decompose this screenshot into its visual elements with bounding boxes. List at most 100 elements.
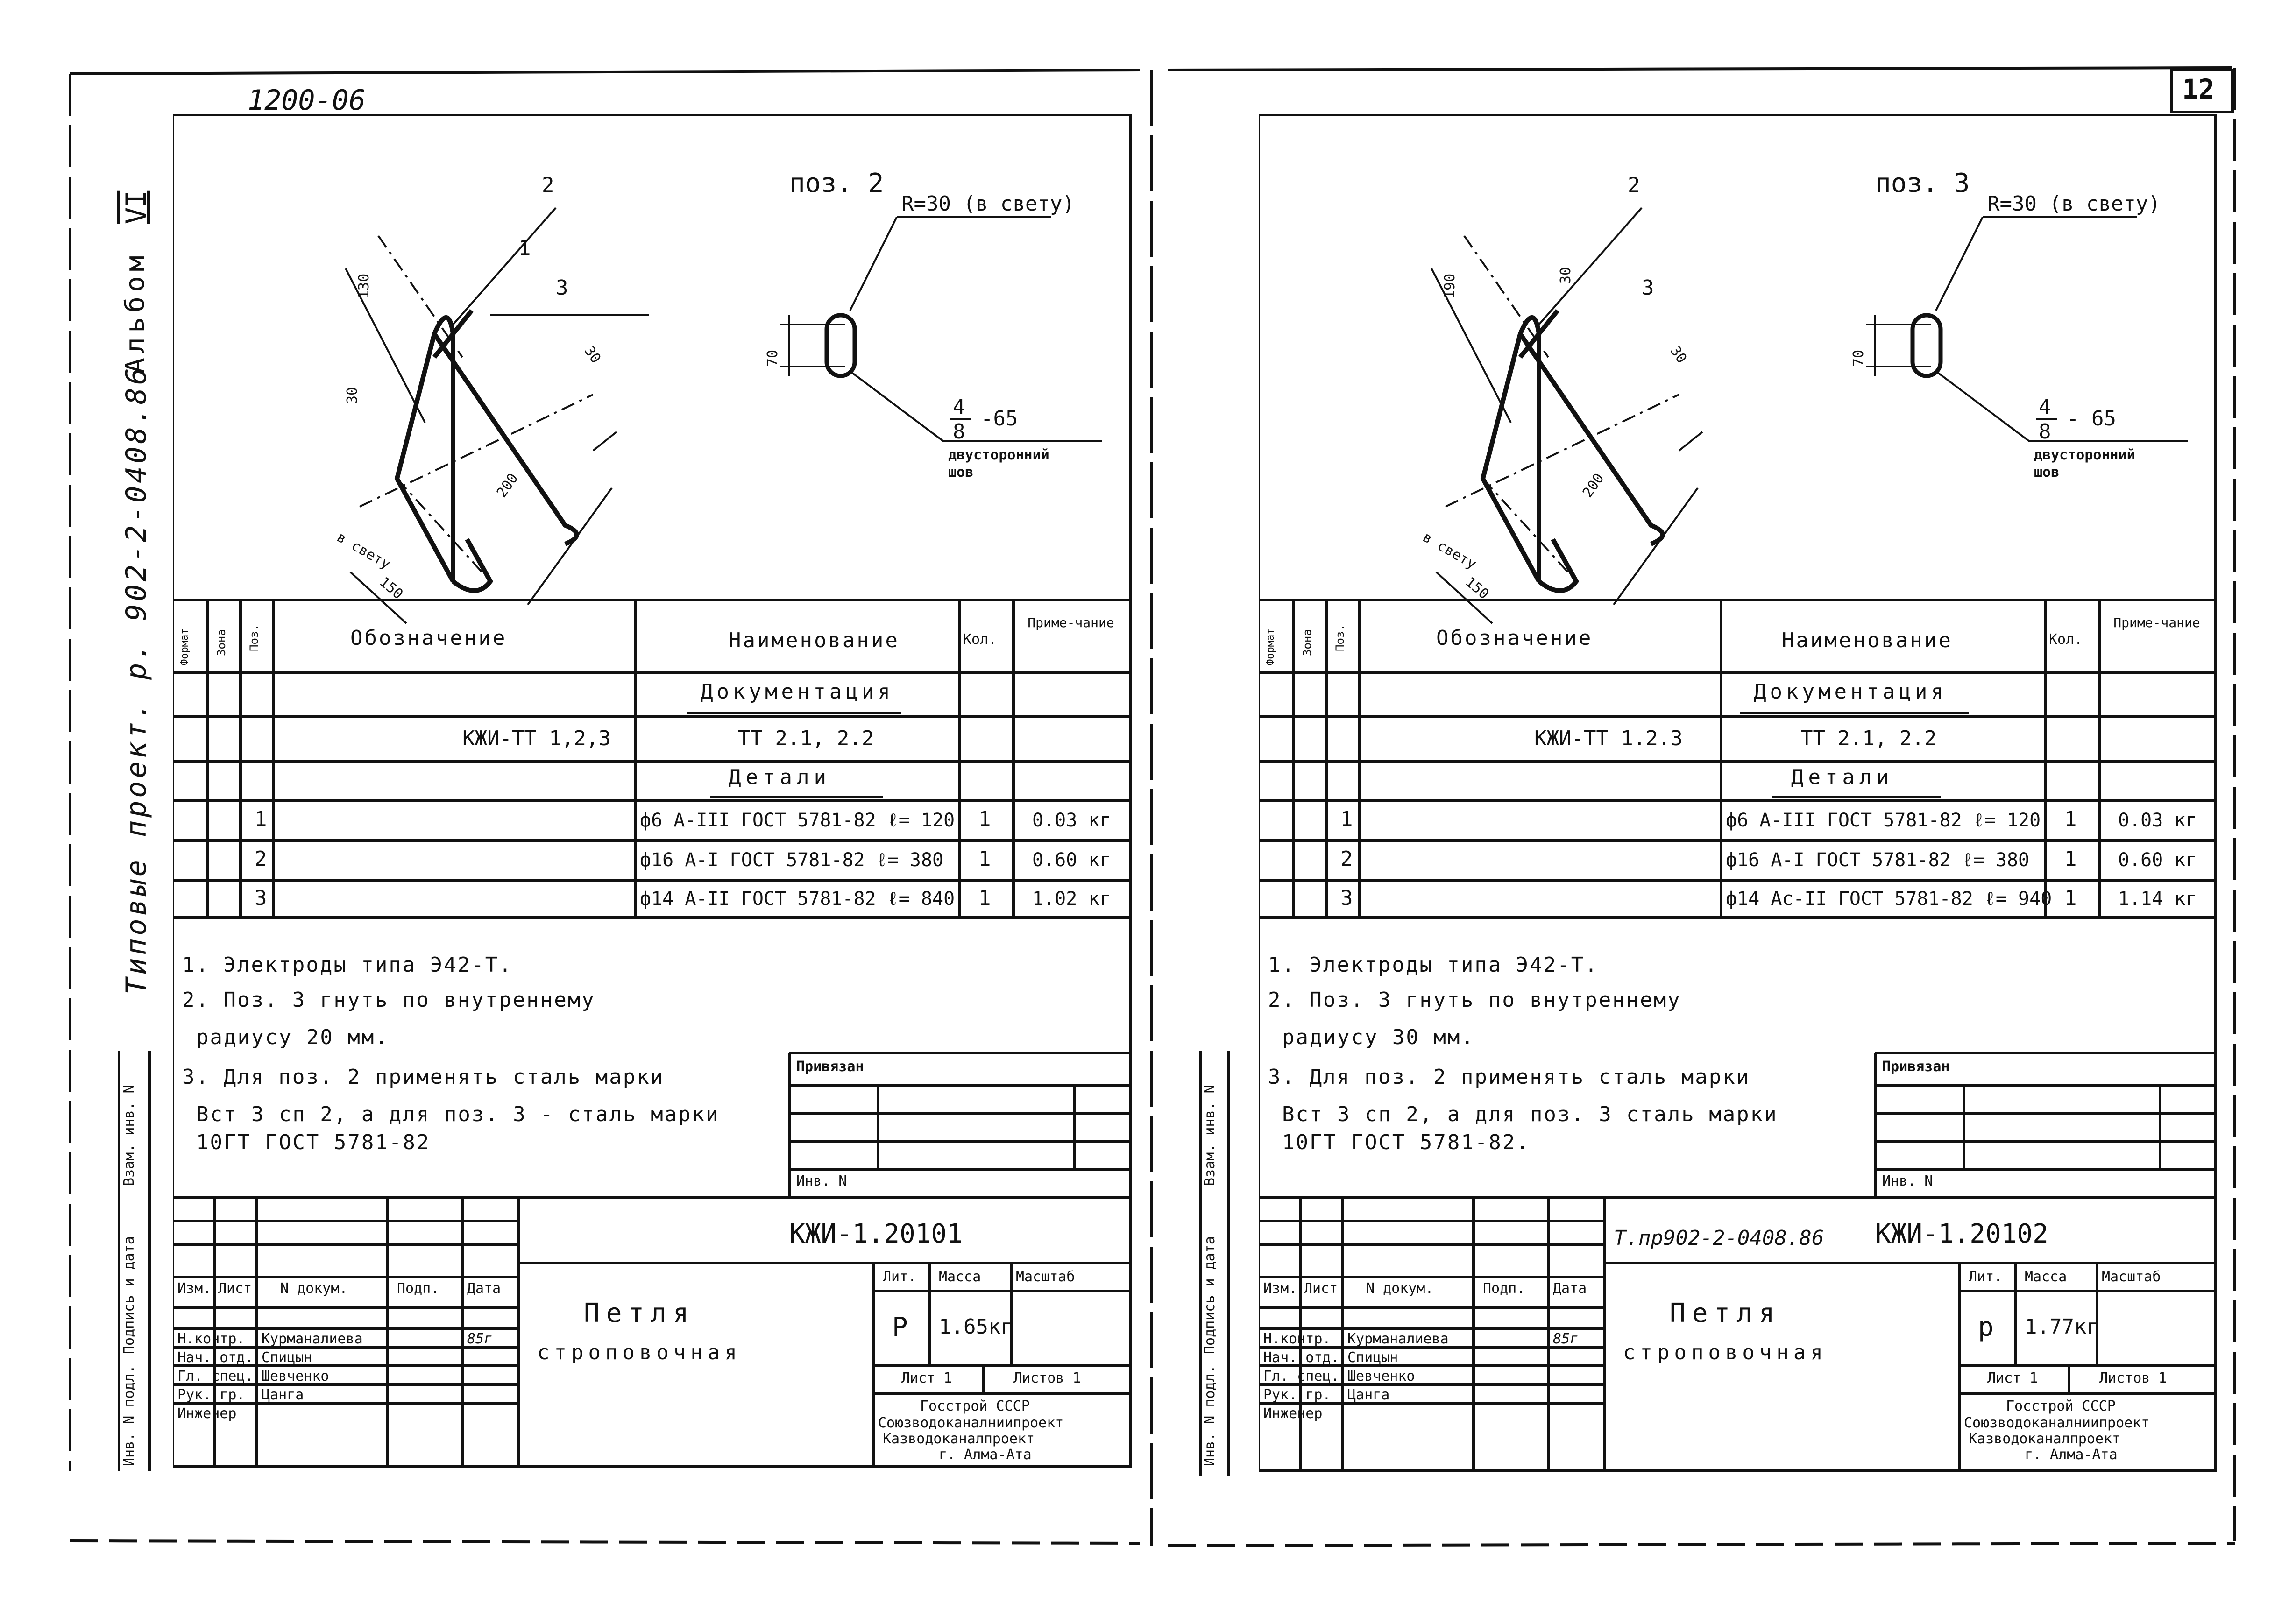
weld-label2: шов — [2034, 464, 2060, 480]
stamp-inv-right: Инв. N подл. — [1202, 1365, 1218, 1466]
pos-label-3: 3 — [1642, 276, 1654, 300]
row-name: ф16 А-I ГОСТ 5781-82 ℓ= 380 — [640, 849, 944, 871]
note-2b: радиусу 30 мм. — [1282, 1025, 1475, 1049]
dim-70: 70 — [1850, 349, 1867, 367]
row-name: ф6 А-III ГОСТ 5781-82 ℓ= 120 — [1726, 810, 2041, 831]
tb-org-4: г. Алма-Ата — [939, 1447, 1032, 1463]
tb-hdr-list: Лист — [1304, 1280, 1338, 1297]
tb-hdr-list: Лист — [218, 1280, 252, 1297]
tb-org-2: Союзводоканалниипроект — [878, 1415, 1064, 1431]
tb-lit-label: Лит. — [883, 1269, 917, 1285]
weld-den: 8 — [953, 420, 965, 444]
tb-lit: р — [1978, 1312, 1994, 1342]
row-name: ТТ 2.1, 2.2 — [1800, 727, 1937, 750]
tb-mass-label: Масса — [939, 1269, 981, 1285]
tb-sheets: Листов 1 — [1013, 1370, 1081, 1386]
tb-role: Гл. спец. — [177, 1368, 254, 1384]
weld-label: двусторонний — [948, 447, 1049, 463]
tb-hdr-sign: Подп. — [397, 1280, 439, 1297]
section-drawing — [780, 216, 1102, 442]
weld-label2: шов — [948, 464, 974, 480]
tb-org-1: Госстрой СССР — [2006, 1398, 2116, 1414]
note-2b: радиусу 20 мм. — [196, 1025, 389, 1049]
hdr-designation: Обозначение — [350, 626, 507, 650]
corner-code: 1200-06 — [248, 84, 366, 117]
row-name: Детали — [1791, 765, 1893, 789]
tb-sheet: Лист 1 — [901, 1370, 952, 1386]
note-3c: 10ГТ ГОСТ 5781-82 — [196, 1130, 431, 1154]
hdr-note: Приме-чание — [2113, 615, 2200, 630]
hdr-pos: Поз. — [248, 624, 261, 651]
note-3: 3. Для поз. 2 применять сталь марки — [1268, 1065, 1750, 1089]
tb-hdr-date: Дата — [467, 1280, 501, 1297]
row-name: ф16 А-I ГОСТ 5781-82 ℓ= 380 — [1726, 849, 2030, 871]
series-label: Типовые проект. р. 902-2-0408.86 — [120, 365, 153, 995]
weld-num: 4 — [2039, 395, 2051, 419]
tb-date: 85г — [467, 1331, 493, 1347]
weld-label: двусторонний — [2034, 447, 2135, 463]
title-line1: Петля — [1670, 1298, 1781, 1328]
note-3b: Вст 3 сп 2, а для поз. 3 - сталь марки — [196, 1102, 720, 1126]
album-number: VI — [120, 190, 153, 224]
tb-role: Н.контр. — [177, 1331, 245, 1347]
dim-130: 130 — [356, 273, 372, 299]
doc-code: КЖИ-1.20102 — [1875, 1219, 2048, 1249]
pos-label-1: 1 — [518, 236, 531, 260]
dim-190: 190 — [1442, 273, 1458, 299]
stamp-replace-left: Взам. инв. N — [121, 1085, 137, 1186]
tb-hdr-doc: N докум. — [1366, 1280, 1434, 1297]
inv-label: Инв. N — [796, 1173, 847, 1189]
tb-role: Рук. гр. — [177, 1387, 245, 1403]
row-pos: 2 — [255, 847, 267, 871]
tb-lit: Р — [892, 1312, 908, 1342]
tb-role: Н.контр. — [1263, 1331, 1331, 1347]
row-note: 0.03 кг — [2118, 810, 2197, 831]
tb-role: Нач. отд. — [1263, 1349, 1339, 1366]
tb-person: Цанга — [1347, 1387, 1390, 1403]
tb-org-3: Казводоканалпроект — [1969, 1431, 2121, 1447]
note-3c: 10ГТ ГОСТ 5781-82. — [1282, 1130, 1530, 1154]
tb-org-2: Союзводоканалниипроект — [1964, 1415, 2150, 1431]
stamp-inv-left: Инв. N подл. — [121, 1365, 137, 1466]
sheet-left-lines — [173, 114, 1132, 1468]
tb-mass-label: Масса — [2025, 1269, 2067, 1285]
weld-den: 8 — [2039, 420, 2051, 444]
weld-len: - 65 — [2067, 407, 2116, 431]
row-pos: 3 — [1340, 886, 1353, 910]
dim-30a: 30 — [344, 387, 361, 404]
hdr-zone: Зона — [1301, 629, 1314, 656]
row-pos: 3 — [255, 886, 267, 910]
title-line1: Петля — [584, 1298, 695, 1328]
tb-lit-label: Лит. — [1969, 1269, 2003, 1285]
note-2: 2. Поз. 3 гнуть по внутреннему — [1268, 988, 1681, 1012]
tb-hdr-date: Дата — [1553, 1280, 1587, 1297]
loop-drawing — [345, 207, 649, 624]
row-name: ф14 А-II ГОСТ 5781-82 ℓ= 840 — [640, 888, 955, 910]
hdr-zone: Зона — [215, 629, 228, 656]
row-name: Документация — [701, 680, 894, 704]
tb-org-1: Госстрой СССР — [920, 1398, 1030, 1414]
pos-label-3: 3 — [556, 276, 568, 300]
loop-drawing — [1431, 207, 1703, 624]
sheet-left: 2 1 3 130 30 30 150 200 в свету поз. 2 R… — [173, 114, 1133, 1469]
row-qty: 1 — [978, 847, 991, 871]
row-pos: 1 — [255, 807, 267, 831]
tb-person: Цанга — [262, 1387, 304, 1403]
title-line2: строповочная — [1623, 1341, 1828, 1364]
tb-org-3: Казводоканалпроект — [883, 1431, 1035, 1447]
inv-label: Инв. N — [1882, 1173, 1933, 1189]
sheet-right-lines — [1259, 114, 2217, 1472]
attached-label: Привязан — [1882, 1059, 1950, 1075]
tb-hdr-sign: Подп. — [1483, 1280, 1525, 1297]
stamp-replace-right: Взам. инв. N — [1202, 1085, 1218, 1186]
tb-person: Спицын — [262, 1349, 312, 1366]
row-pos: 1 — [1340, 807, 1353, 831]
pos-label-2: 2 — [1628, 173, 1640, 197]
row-qty: 1 — [2064, 807, 2077, 831]
hdr-qty: Кол. — [2049, 631, 2083, 648]
row-note: 1.02 кг — [1032, 888, 1111, 910]
doc-prefix: Т.пр902-2-0408.86 — [1614, 1226, 1824, 1250]
tb-person: Шевченко — [1347, 1368, 1415, 1384]
sheet-right: 2 3 190 30 30 150 200 в свету поз. 3 R=3… — [1259, 114, 2218, 1473]
pos-title: поз. 2 — [789, 168, 884, 198]
